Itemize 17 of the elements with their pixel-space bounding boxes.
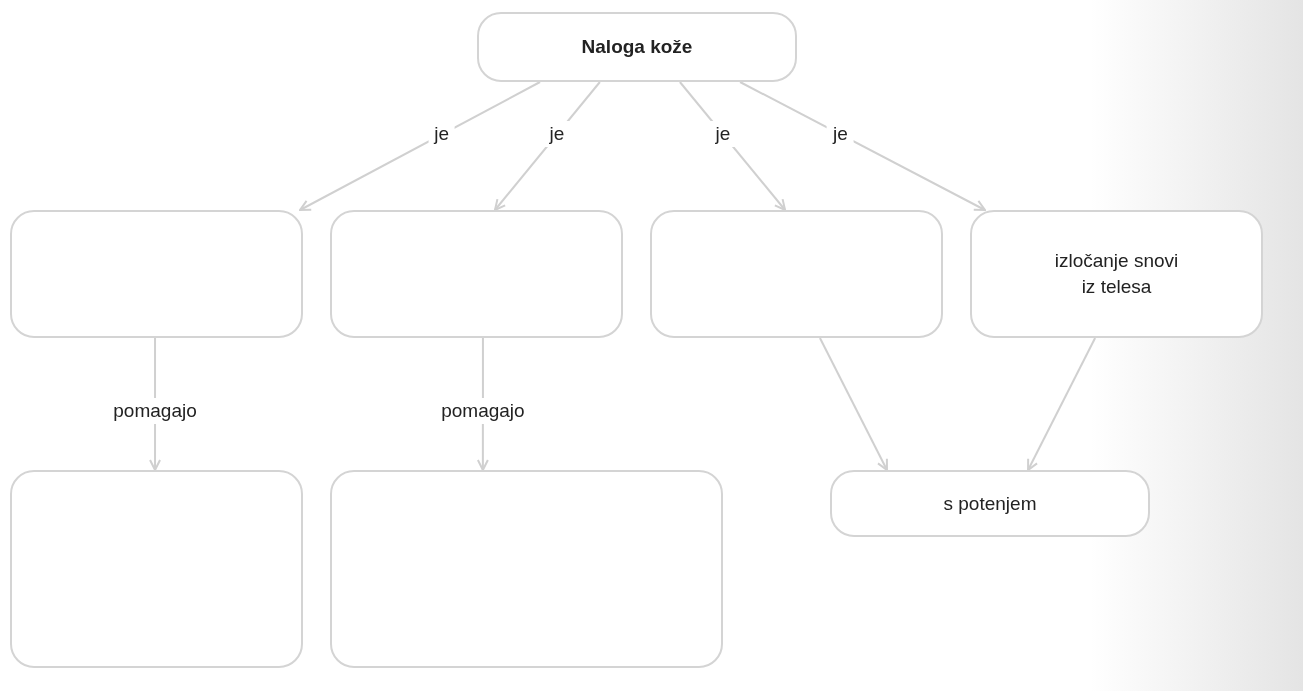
- empty-rounded-box: [10, 210, 303, 338]
- rounded-box: [477, 12, 797, 82]
- arrow: [739, 81, 986, 211]
- node-text: Naloga kože: [580, 35, 694, 60]
- empty-rounded-box: [330, 210, 623, 338]
- arrow: [299, 81, 542, 211]
- empty-rounded-box: [650, 210, 943, 338]
- arrow: [1027, 337, 1097, 471]
- empty-rounded-box: [10, 470, 303, 668]
- rounded-box: [830, 470, 1150, 537]
- empty-rounded-box: [330, 470, 723, 668]
- rounded-box: [970, 210, 1263, 338]
- arrow: [818, 337, 888, 471]
- edge-label: je: [709, 121, 737, 148]
- node-text: s potenjem: [942, 491, 1038, 516]
- node-text: izločanje snovi iz telesa: [1053, 249, 1180, 299]
- edge-label: je: [543, 121, 571, 148]
